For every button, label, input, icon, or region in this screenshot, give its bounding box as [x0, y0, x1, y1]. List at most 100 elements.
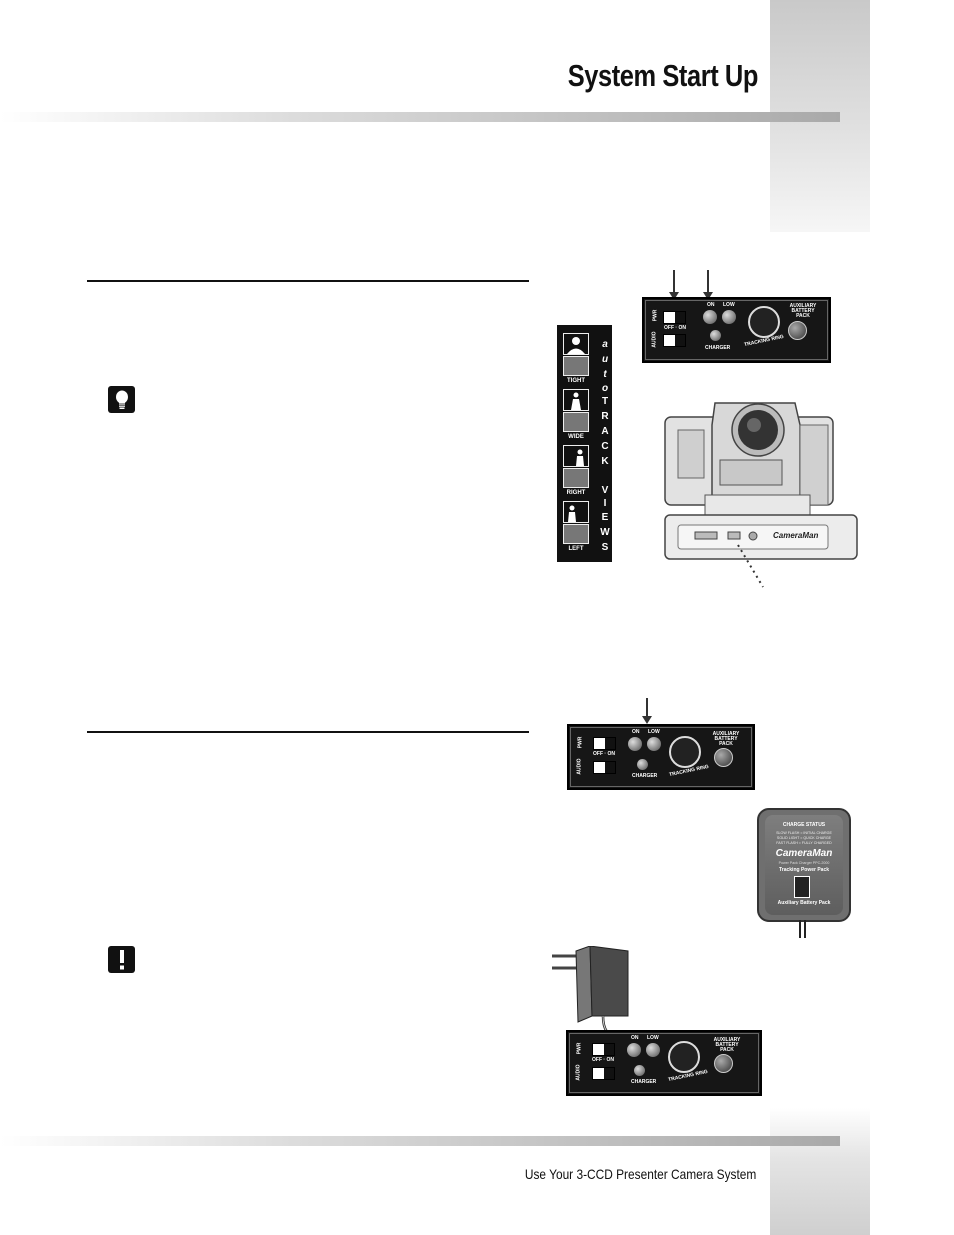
right-label: RIGHT: [566, 490, 586, 496]
autotrack-letter: E: [601, 512, 609, 523]
audio-label: AUDIO: [576, 758, 583, 775]
page-title: System Start Up: [567, 58, 759, 93]
pwr-label: PWR: [652, 309, 659, 322]
low-label: LOW: [648, 729, 660, 735]
aux-battery-port[interactable]: [714, 1054, 733, 1073]
autotrack-letter: T: [601, 396, 609, 407]
audio-label: AUDIO: [575, 1064, 582, 1081]
tight-view-icon: [563, 333, 589, 355]
section-divider-1: [87, 280, 529, 282]
on-led: [627, 1043, 641, 1057]
aux-battery-port[interactable]: [714, 748, 733, 767]
tracking-ring-label: TRACKING RING: [743, 333, 785, 349]
wide-label: WIDE: [568, 434, 584, 440]
charge-status-line: SOLID LIGHT = QUICK CHARGE: [776, 836, 832, 840]
on-label: ON: [631, 1035, 639, 1041]
low-led: [722, 310, 736, 324]
aux-battery-port[interactable]: [788, 321, 807, 340]
charger-cable: [799, 920, 801, 938]
autotrack-letter: C: [601, 441, 609, 452]
on-label: ON: [707, 302, 715, 308]
tracking-ring-connector[interactable]: [669, 736, 701, 768]
left-label: LEFT: [568, 546, 584, 552]
charger-brand: CameraMan: [775, 848, 833, 859]
low-label: LOW: [723, 302, 735, 308]
pwr-label: PWR: [577, 736, 584, 749]
charge-status-line: FAST FLASH = FULLY CHARGED: [776, 841, 832, 845]
charger-port[interactable]: [710, 330, 721, 341]
power-switch[interactable]: [592, 1043, 615, 1056]
autotrack-letter: V: [601, 485, 609, 496]
tracking-ring-connector[interactable]: [748, 306, 780, 338]
on-led: [628, 737, 642, 751]
audio-label: AUDIO: [651, 331, 658, 348]
autotrack-letter: u: [601, 354, 609, 365]
off-on-label: OFF · ON: [664, 325, 686, 331]
left-view-button[interactable]: [563, 524, 589, 544]
right-view-icon: [563, 445, 589, 467]
control-panel-top: PWR AUDIO OFF · ON ON LOW CHARGER TRACKI…: [642, 297, 831, 363]
charger-label: CHARGER: [705, 345, 731, 351]
tight-view-button[interactable]: [563, 356, 589, 376]
low-led: [647, 737, 661, 751]
autotrack-views-panel: TIGHT WIDE RIGHT LEFT a u t o T R A C K …: [557, 325, 612, 562]
autotrack-letter: I: [603, 498, 607, 509]
pwr-label: PWR: [576, 1042, 583, 1055]
wide-view-button[interactable]: [563, 412, 589, 432]
left-view-icon: [563, 501, 589, 523]
warning-exclamation-icon: [108, 946, 135, 973]
autotrack-letter: R: [601, 411, 609, 422]
control-panel-bottom: PWR AUDIO OFF · ON ON LOW CHARGER TRACKI…: [566, 1030, 762, 1096]
tracking-ring-label: TRACKING RING: [668, 763, 710, 779]
autotrack-letter: S: [601, 542, 609, 553]
autotrack-letter: W: [600, 527, 610, 538]
on-led: [703, 310, 717, 324]
charger-subtitle: Power Pack Charger PPC-2000: [778, 861, 830, 865]
autotrack-letter: K: [601, 456, 609, 467]
autotrack-letter: o: [601, 383, 609, 394]
tip-lightbulb-icon: [108, 386, 135, 413]
control-panel-middle: PWR AUDIO OFF · ON ON LOW CHARGER TRACKI…: [567, 724, 755, 790]
charge-status-title: CHARGE STATUS: [782, 822, 826, 828]
charger-label: CHARGER: [632, 773, 658, 779]
arrow-down-icon: [642, 698, 652, 724]
charger-cable: [804, 920, 806, 938]
charger-label: CHARGER: [631, 1079, 657, 1085]
right-view-button[interactable]: [563, 468, 589, 488]
tight-label: TIGHT: [567, 378, 585, 384]
power-switch[interactable]: [593, 737, 616, 750]
aux-battery-label: AUXILIARY BATTERY PACK: [712, 731, 740, 747]
wide-view-icon: [563, 389, 589, 411]
tracking-ring-label: TRACKING RING: [667, 1068, 709, 1084]
low-led: [646, 1043, 660, 1057]
off-on-label: OFF · ON: [592, 1057, 614, 1063]
audio-switch[interactable]: [593, 761, 616, 774]
tracking-ring-connector[interactable]: [668, 1041, 700, 1073]
camera-illustration: CameraMan: [664, 402, 858, 588]
audio-switch[interactable]: [592, 1067, 615, 1080]
section-divider-2: [87, 731, 529, 733]
page-footer: Use Your 3-CCD Presenter Camera System: [524, 1166, 756, 1182]
on-label: ON: [632, 729, 640, 735]
low-label: LOW: [647, 1035, 659, 1041]
aux-battery-pack-label: Auxiliary Battery Pack: [777, 900, 831, 906]
page-tab-bottom: [770, 1108, 870, 1235]
header-rule: [0, 112, 840, 122]
off-on-label: OFF · ON: [593, 751, 615, 757]
arrow-down-icon: [703, 270, 713, 300]
arrow-down-icon: [669, 270, 679, 300]
aux-battery-label: AUXILIARY BATTERY PACK: [789, 303, 817, 319]
charge-status-line: SLOW FLASH = INITIAL CHARGE: [776, 831, 832, 835]
audio-switch[interactable]: [663, 334, 686, 347]
tracking-power-pack-label: Tracking Power Pack: [778, 867, 830, 873]
autotrack-letter: A: [601, 426, 609, 437]
charger-slot: [794, 876, 810, 898]
autotrack-letter: t: [603, 369, 607, 380]
footer-rule: [0, 1136, 840, 1146]
charger-port[interactable]: [637, 759, 648, 770]
charger-port[interactable]: [634, 1065, 645, 1076]
autotrack-letter: a: [602, 339, 608, 350]
power-switch[interactable]: [663, 311, 686, 324]
aux-battery-label: AUXILIARY BATTERY PACK: [713, 1037, 741, 1053]
power-pack-charger: CHARGE STATUS SLOW FLASH = INITIAL CHARG…: [757, 808, 851, 922]
